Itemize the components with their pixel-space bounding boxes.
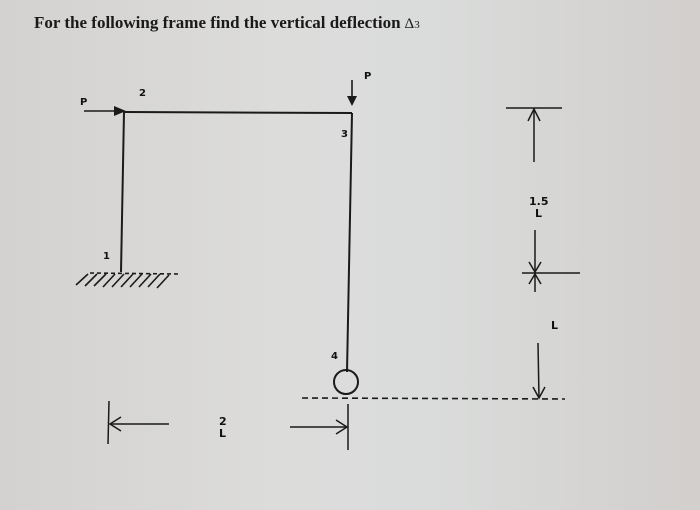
vertical-load-arrow [347, 80, 357, 106]
vertical-dimension [506, 107, 580, 400]
dim-horizontal-value: 2 [219, 415, 227, 428]
horizontal-load-arrow [84, 106, 126, 116]
node-2-label: 2 [139, 88, 146, 99]
roller-support [333, 369, 359, 395]
problem-title: For the following frame find the vertica… [34, 13, 420, 33]
fixed-support-hatch [75, 272, 179, 289]
vertical-load-label: P [364, 71, 372, 82]
dim-lower-unit: L [551, 319, 559, 332]
right-column [346, 112, 353, 373]
node-3-label: 3 [341, 129, 348, 140]
delta-symbol: Δ [404, 16, 415, 32]
ground-dashed-line [301, 397, 566, 400]
node-4-label: 4 [331, 351, 338, 362]
left-column [120, 111, 125, 273]
dim-horizontal-unit: L [219, 427, 227, 440]
horizontal-dimension [107, 400, 349, 450]
top-beam [123, 111, 353, 114]
title-text: For the following frame find the vertica… [34, 13, 401, 32]
horizontal-load-label: P [80, 97, 88, 108]
node-1-label: 1 [103, 251, 110, 262]
delta-subscript: 3 [414, 19, 420, 31]
dim-upper-value: 1.5 [529, 195, 549, 208]
dim-upper-unit: L [535, 207, 543, 220]
